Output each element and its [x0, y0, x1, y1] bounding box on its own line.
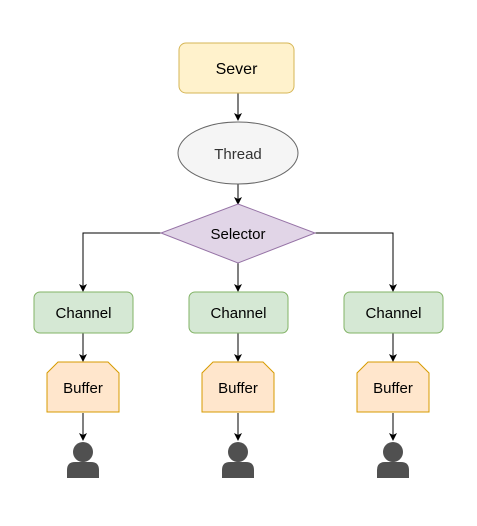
- server-node[interactable]: Sever: [178, 42, 295, 94]
- user-icon: [67, 442, 99, 478]
- buffer-shape: [46, 361, 120, 413]
- buffer-shape: [201, 361, 275, 413]
- buffer-shape: [356, 361, 430, 413]
- selector-label: Selector: [210, 226, 265, 243]
- channel-node-2[interactable]: Channel: [188, 291, 289, 334]
- user-icon: [377, 442, 409, 478]
- buffer-label: Buffer: [373, 380, 413, 397]
- buffer-label: Buffer: [63, 380, 103, 397]
- buffer-node-3[interactable]: Buffer: [356, 361, 430, 413]
- channel-box: [188, 291, 289, 334]
- channel-label: Channel: [56, 305, 112, 322]
- thread-label: Thread: [214, 146, 262, 163]
- channel-label: Channel: [211, 305, 267, 322]
- edge-selector-channel-3: [315, 232, 397, 292]
- buffer-node-1[interactable]: Buffer: [46, 361, 120, 413]
- buffer-node-2[interactable]: Buffer: [201, 361, 275, 413]
- edge-selector-channel-1: [79, 232, 161, 292]
- buffer-label: Buffer: [218, 380, 258, 397]
- server-label: Sever: [216, 61, 258, 78]
- channel-node-1[interactable]: Channel: [33, 291, 134, 334]
- user-icon: [222, 442, 254, 478]
- edges: [79, 93, 397, 441]
- selector-diamond: [159, 203, 317, 264]
- thread-node[interactable]: Thread: [177, 121, 299, 185]
- channel-box: [33, 291, 134, 334]
- channel-node-3[interactable]: Channel: [343, 291, 444, 334]
- selector-node[interactable]: Selector: [159, 203, 317, 264]
- channel-box: [343, 291, 444, 334]
- server-box: [178, 42, 295, 94]
- channel-label: Channel: [366, 305, 422, 322]
- thread-ellipse: [177, 121, 299, 185]
